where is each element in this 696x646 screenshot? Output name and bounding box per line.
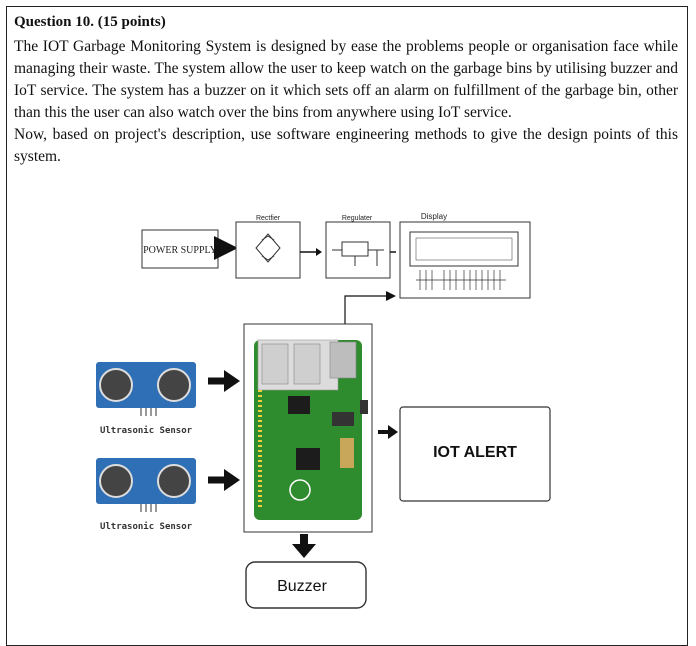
iot-alert-block: IOT ALERT xyxy=(399,406,551,502)
regulator-label: Regulater xyxy=(342,215,373,222)
rectifier-block: Rectfier xyxy=(235,215,301,279)
rectifier-label: Rectfier xyxy=(256,215,281,222)
question-paragraph-2: Now, based on project's description, use… xyxy=(14,126,678,165)
question-body: The IOT Garbage Monitoring System is des… xyxy=(14,36,678,168)
question-title: Question 10. (15 points) xyxy=(14,14,166,30)
regulator-block: Regulater xyxy=(325,215,391,279)
buzzer-label: Buzzer xyxy=(277,578,327,595)
power-supply-label: POWER SUPPLY xyxy=(143,245,217,256)
iot-alert-label: IOT ALERT xyxy=(433,444,517,461)
question-paragraph-1: The IOT Garbage Monitoring System is des… xyxy=(14,38,678,121)
ultrasonic-sensor-2: Ultrasonic Sensor xyxy=(96,458,196,532)
power-supply-block: POWER SUPPLY xyxy=(141,229,219,269)
ultrasonic-sensor-2-label: Ultrasonic Sensor xyxy=(100,521,193,532)
line-board-display xyxy=(344,295,388,324)
raspberry-pi-board xyxy=(243,323,373,533)
system-block-diagram: POWER SUPPLY Rectfier Regulater Display xyxy=(96,212,551,609)
ultrasonic-sensor-1: Ultrasonic Sensor xyxy=(96,362,196,436)
display-block: Display xyxy=(399,212,531,299)
buzzer-block: Buzzer xyxy=(245,561,367,609)
display-label: Display xyxy=(421,212,447,221)
ultrasonic-sensor-1-label: Ultrasonic Sensor xyxy=(100,425,193,436)
